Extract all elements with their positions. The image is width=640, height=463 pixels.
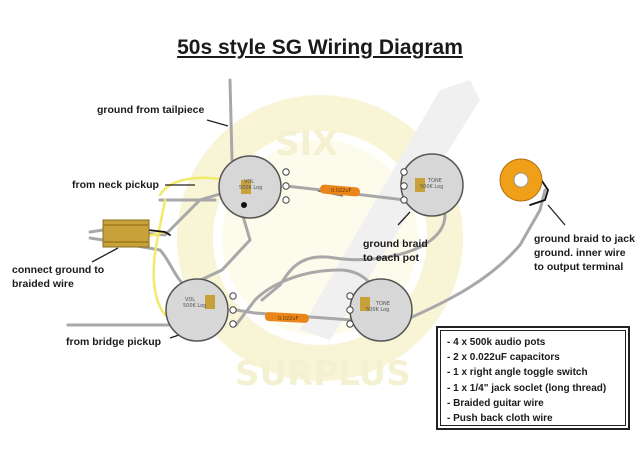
switch-black-lead xyxy=(147,229,171,236)
vol1-to-vol2-ground-wire xyxy=(188,204,252,287)
label-bridge-pickup: from bridge pickup xyxy=(66,336,162,348)
label-ground-braid-line1: ground braid xyxy=(363,238,428,250)
capacitor-bridge-label: 0.022uF xyxy=(278,316,298,322)
capacitor-neck: 0.022uF xyxy=(317,184,360,197)
pot-tone-bridge-line2: 500K Log xyxy=(366,307,389,313)
pot-vol-bridge: VOL 500K Log xyxy=(165,278,237,342)
vol2-to-tone2-wire xyxy=(234,308,354,322)
pot-vol-bridge-line2: 500K Log xyxy=(183,303,206,309)
parts-list-item: - 1 x right angle toggle switch xyxy=(447,367,588,379)
pot-tone-neck: TONE 500K Log xyxy=(400,153,464,217)
watermark-text-bottom: SURPLUS xyxy=(235,354,411,394)
parts-list: - 4 x 500k audio pots - 2 x 0.022uF capa… xyxy=(447,335,619,426)
pointer-braid xyxy=(397,211,411,226)
label-ground-tailpiece: ground from tailpiece xyxy=(97,104,205,116)
parts-list-box: - 4 x 500k audio pots - 2 x 0.022uF capa… xyxy=(436,326,630,430)
capacitor-neck-label: 0.022uF xyxy=(331,188,351,194)
tone2-to-jack-wire xyxy=(408,188,547,320)
page-title: 50s style SG Wiring Diagram xyxy=(177,36,463,59)
parts-list-inner: - 4 x 500k audio pots - 2 x 0.022uF capa… xyxy=(440,330,626,426)
switch-yellow-lead xyxy=(146,230,167,238)
pot-tone-neck-line1: TONE xyxy=(427,178,442,184)
output-jack xyxy=(499,158,543,202)
toggle-switch xyxy=(102,219,150,248)
pointer-tailpiece xyxy=(206,119,229,127)
parts-list-item: - 1 x 1/4" jack soclet (long thread) xyxy=(447,382,607,394)
label-ground-braid-line2: to each pot xyxy=(363,252,420,264)
pot-tone-bridge: TONE 500K Log xyxy=(346,278,413,342)
pot-tone-bridge-line1: TONE xyxy=(375,301,390,307)
label-neck-pickup: from neck pickup xyxy=(72,179,159,191)
label-connect-ground-line1: connect ground to xyxy=(12,264,105,276)
pot-vol-neck-line1: VOL xyxy=(244,179,254,185)
label-jack-line1: ground braid to jack xyxy=(534,233,635,245)
pot-vol-neck: VOL 500K Log xyxy=(218,155,290,219)
label-jack-line2: ground. inner wire xyxy=(534,247,626,259)
pot-vol-neck-line2: 500K Log xyxy=(239,185,262,191)
parts-list-item: - 4 x 500k audio pots xyxy=(447,337,546,348)
pot-vol-bridge-line1: VOL xyxy=(185,297,195,303)
pointer-jack xyxy=(547,204,566,226)
pot-tone-neck-line2: 500K Log xyxy=(420,184,443,190)
watermark-text-top: SIX xyxy=(275,124,338,164)
pointer-connect-ground xyxy=(91,247,119,263)
parts-list-item: - Braided guitar wire xyxy=(447,397,544,409)
watermark-guitar-neck xyxy=(300,80,480,340)
parts-list-item: - Push back cloth wire xyxy=(447,413,553,425)
label-jack-line3: to output terminal xyxy=(534,261,624,273)
label-connect-ground-line2: braided wire xyxy=(12,278,74,290)
switch-wire-upper xyxy=(88,186,242,237)
parts-list-item: - 2 x 0.022uF capacitors xyxy=(447,352,560,364)
pointer-lines xyxy=(91,119,566,339)
tone1-to-vol2-ground-wire xyxy=(260,213,447,302)
capacitor-bridge: 0.022uF xyxy=(264,312,309,323)
